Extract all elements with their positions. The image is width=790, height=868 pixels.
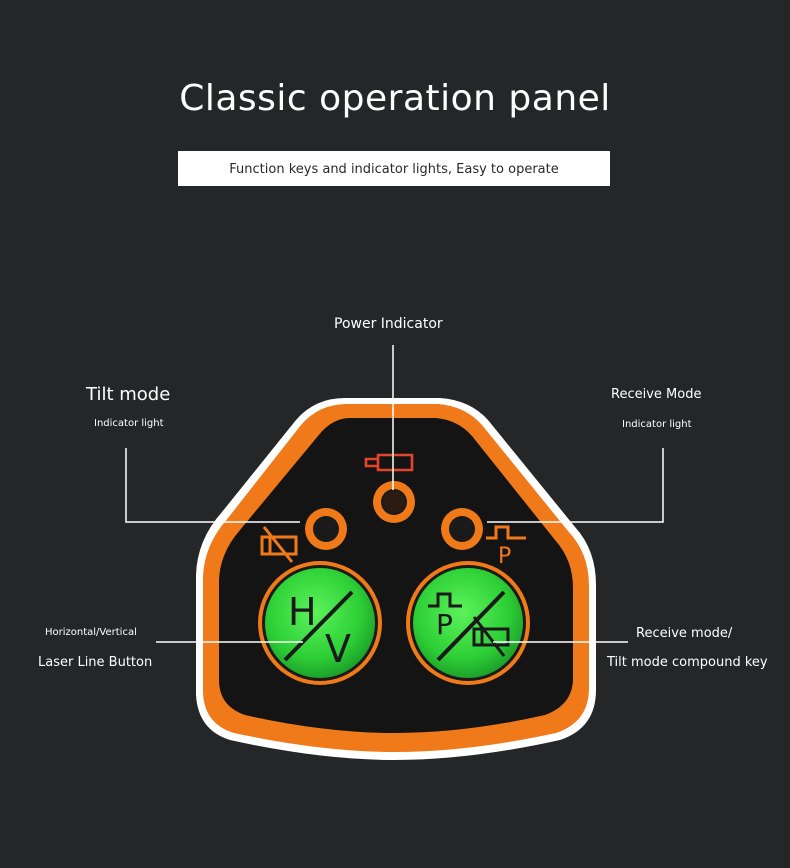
tilt-mode-sublabel: Indicator light (94, 418, 164, 429)
subtitle-text: Function keys and indicator lights, Easy… (229, 162, 559, 177)
hv-button-v: V (325, 627, 351, 671)
hv-button-label-line1: Horizontal/Vertical (45, 627, 137, 638)
battery-plug-icon (364, 453, 414, 472)
hv-laser-button[interactable]: H V (258, 561, 382, 685)
tilt-mode-icon (260, 526, 298, 563)
tilt-indicator-light (305, 508, 347, 550)
receive-mode-sublabel: Indicator light (622, 419, 692, 430)
receive-indicator-light (441, 508, 483, 550)
power-indicator-light (373, 481, 415, 523)
compound-key-label-line2: Tilt mode compound key (607, 655, 768, 670)
subtitle-banner: Function keys and indicator lights, Easy… (178, 151, 610, 186)
hv-button-h: H (288, 590, 317, 634)
page-title: Classic operation panel (179, 78, 611, 119)
callout-lines (125, 345, 664, 643)
tilt-mode-label: Tilt mode (86, 384, 171, 405)
power-indicator-label: Power Indicator (334, 316, 443, 332)
receive-mode-label: Receive Mode (611, 387, 702, 402)
compound-button-p: P (436, 608, 453, 641)
receive-p-letter: P (498, 544, 511, 569)
hv-button-label-line2: Laser Line Button (38, 655, 153, 670)
receive-tilt-compound-button[interactable]: P (406, 561, 530, 685)
receive-mode-icon (486, 525, 526, 540)
compound-key-label-line1: Receive mode/ (636, 626, 733, 641)
